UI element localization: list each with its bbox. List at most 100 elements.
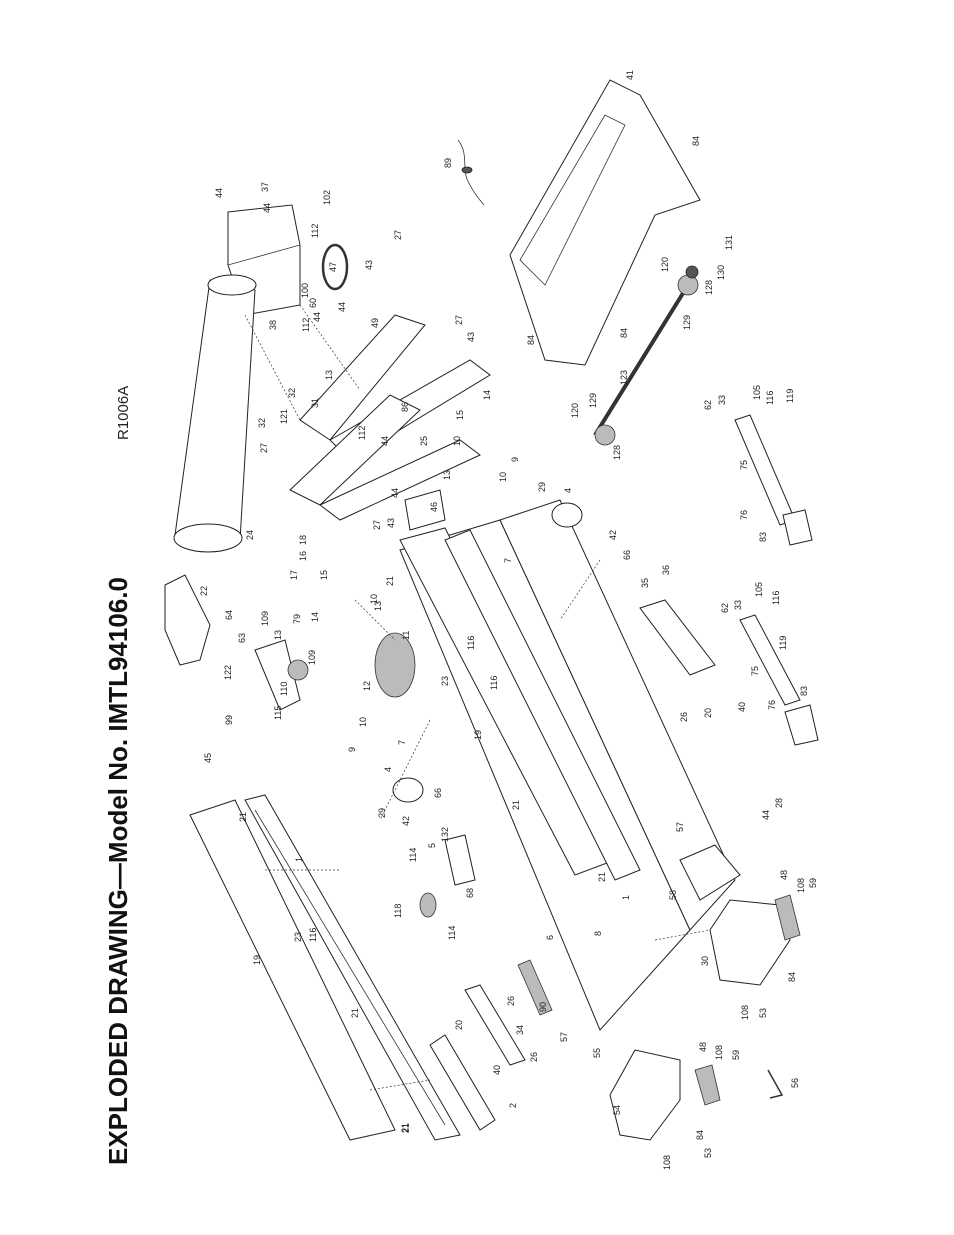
callout-label: 13	[442, 470, 452, 480]
callout-label: 116	[466, 636, 476, 650]
deck-8	[499, 499, 736, 931]
endcap-58	[679, 844, 741, 901]
motor-belt-22	[164, 574, 211, 666]
callout-label: 1	[621, 895, 631, 900]
callout-label: 35	[640, 578, 650, 588]
callout-label: 83	[799, 686, 809, 696]
callout-label: 86	[400, 402, 410, 412]
callout-label: 44	[262, 203, 272, 213]
callout-label: 55	[592, 1048, 602, 1058]
foot-4	[551, 502, 583, 528]
callout-label: 27	[393, 230, 403, 240]
callout-label: 8	[593, 931, 603, 936]
pin-plate-5	[444, 834, 476, 886]
callout-label: 21	[238, 812, 248, 822]
callout-label: 59	[808, 878, 818, 888]
endcap-54	[609, 1049, 681, 1141]
callout-label: 45	[203, 753, 213, 763]
callout-label: 79	[292, 614, 302, 624]
callout-label: 109	[307, 650, 317, 665]
frame-base	[289, 394, 421, 506]
callout-label: 21	[511, 800, 521, 810]
callout-label: 116	[489, 676, 499, 690]
callout-label: 109	[260, 611, 270, 626]
callout-label: 53	[758, 1008, 768, 1018]
callout-label: 64	[224, 610, 234, 620]
callout-label: 108	[796, 878, 806, 893]
callout-label: 21	[401, 1123, 411, 1133]
callout-label: 26	[529, 1052, 539, 1062]
callout-label: 123	[619, 370, 629, 385]
callout-label: 75	[750, 666, 760, 676]
callout-label: 84	[695, 1130, 705, 1140]
callout-label: 26	[679, 712, 689, 722]
callout-label: 48	[698, 1042, 708, 1052]
callout-label: 90	[538, 1002, 548, 1012]
callout-label: 89	[443, 158, 453, 168]
callout-label: 27	[259, 443, 269, 453]
callout-label: 84	[526, 335, 536, 345]
callout-label: 46	[429, 502, 439, 512]
cable-89	[457, 139, 485, 206]
callout-label: 105	[754, 582, 764, 597]
callout-label: 25	[419, 436, 429, 446]
rail-groove	[254, 809, 446, 1126]
callout-label: 16	[298, 551, 308, 561]
roller-end-128	[594, 424, 616, 446]
callout-label: 7	[503, 558, 513, 563]
callout-label: 20	[454, 1020, 464, 1030]
callout-label: 44	[761, 810, 771, 820]
callout-label: 23	[440, 676, 450, 686]
callout-label: 84	[691, 136, 701, 146]
callout-label: 27	[372, 520, 382, 530]
callout-label: 120	[660, 257, 670, 272]
leader-dash	[654, 929, 711, 941]
callout-label: 108	[662, 1155, 672, 1170]
callout-label: 10	[452, 436, 462, 446]
callout-label: 1	[294, 857, 304, 862]
callout-label: 36	[661, 565, 671, 575]
leader-dash	[299, 304, 361, 391]
callout-label: 56	[790, 1078, 800, 1088]
callout-label: 48	[779, 870, 789, 880]
endcap-30	[709, 899, 791, 986]
callout-label: 102	[322, 190, 332, 205]
callout-label: 44	[390, 488, 400, 498]
callout-label: 114	[447, 926, 457, 940]
callout-label: 11	[401, 631, 411, 640]
callout-label: 38	[268, 320, 278, 330]
callout-label: 99	[224, 715, 234, 725]
callout-label: 108	[714, 1045, 724, 1060]
callout-label: 40	[737, 702, 747, 712]
callout-label: 128	[704, 280, 714, 295]
roller-end-128-right	[677, 274, 699, 296]
knob-118	[419, 892, 437, 918]
callout-label: 120	[570, 403, 580, 418]
callout-label: 7	[397, 740, 407, 745]
callout-label: 132	[440, 827, 450, 842]
callout-labels: 44 37 44 102 112 47 100 60 44 44 112 38 …	[199, 70, 818, 1170]
strip-90	[517, 959, 553, 1016]
motor-hood-edge	[227, 244, 301, 266]
incline-leg-75-lower	[739, 614, 801, 706]
base-frame-41	[509, 79, 701, 366]
drive-motor-24	[174, 279, 256, 541]
callout-label: 83	[758, 532, 768, 542]
callout-label: 33	[733, 600, 743, 610]
callout-label: 9	[347, 747, 357, 752]
safety-key-56	[767, 1069, 784, 1099]
callout-label: 49	[370, 318, 380, 328]
callout-label: 42	[608, 530, 618, 540]
callout-label: 59	[731, 1050, 741, 1060]
callout-label: 13	[373, 601, 383, 611]
callout-label: 12	[362, 681, 372, 691]
side-trim-20	[429, 1034, 496, 1131]
callout-label: 4	[383, 767, 393, 772]
side-trim-34	[464, 984, 526, 1066]
callout-label: 30	[700, 956, 710, 966]
callout-label: 118	[393, 904, 403, 918]
callout-label: 15	[455, 410, 465, 420]
leg-cap-83-lower	[784, 704, 819, 746]
callout-label: 119	[785, 389, 795, 403]
